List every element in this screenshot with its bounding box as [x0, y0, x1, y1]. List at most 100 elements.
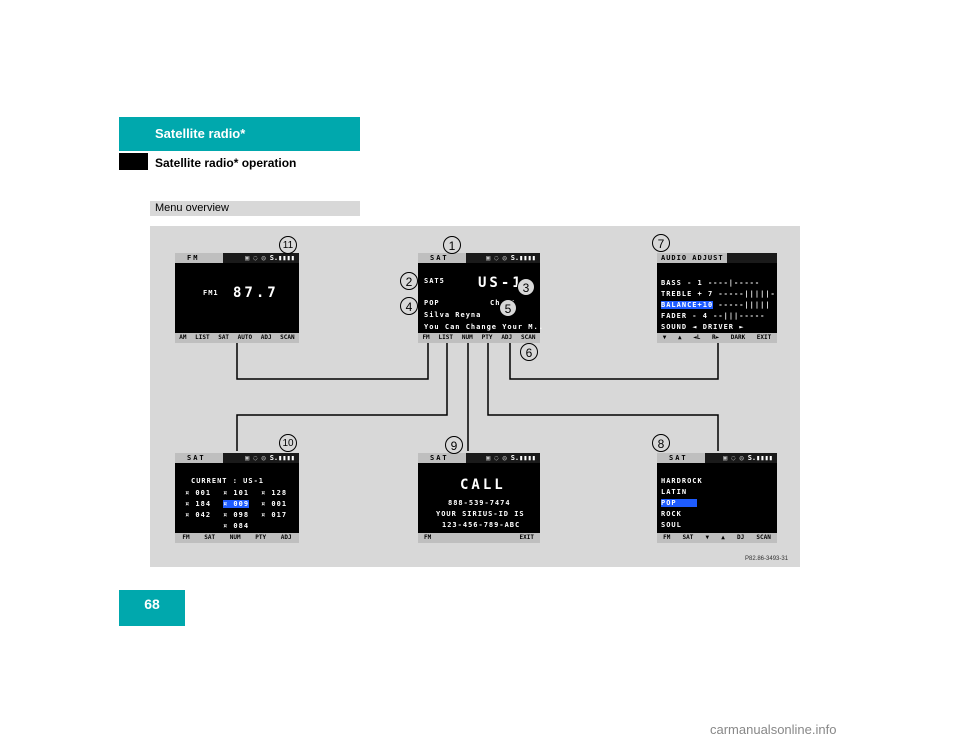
page-number-box	[119, 590, 185, 626]
preset-item[interactable]: ¤ 017	[261, 511, 288, 519]
softkey-exit[interactable]: EXIT	[519, 534, 534, 541]
audio-row-label: TREBLE	[661, 290, 693, 298]
signal-bars-icon: ▮▮▮▮	[278, 454, 295, 462]
sat-channel-name: SAT5	[424, 277, 445, 285]
callout-9: 9	[445, 436, 463, 454]
signal-bars-icon: ▮▮▮▮	[756, 454, 773, 462]
audio-row-value: + 7	[697, 290, 714, 298]
softkey-pty[interactable]: PTY	[481, 334, 493, 341]
softkey-scan[interactable]: SCAN	[521, 334, 536, 341]
audio-row-label: FADER	[661, 312, 688, 320]
card-icon: ▣	[723, 454, 728, 462]
softkey-sat[interactable]: SAT	[204, 534, 216, 541]
softkey-fm[interactable]: FM	[663, 534, 671, 541]
genre-item[interactable]: HARDROCK	[661, 477, 703, 485]
audio-row-value: - 4	[692, 312, 708, 320]
page-number: 68	[144, 596, 160, 612]
subsection-title: Satellite radio* operation	[155, 156, 297, 170]
callout-1: 1	[443, 236, 461, 254]
audio-row-bar: --|||-----	[713, 312, 766, 320]
audio-row-value: - 1	[687, 279, 703, 287]
callout-11: 11	[279, 236, 297, 254]
sirius-id-value: 123-456-789-ABC	[442, 521, 521, 529]
softkey-fm[interactable]: FM	[424, 534, 432, 541]
audio-row-label-selected[interactable]: BALANCE	[661, 301, 698, 309]
phone-icon: ◌	[253, 254, 258, 262]
preset-item[interactable]: ¤ 101	[223, 489, 250, 497]
preset-item[interactable]: ¤ 128	[261, 489, 288, 497]
audio-sound-selector: ◄ DRIVER ►	[692, 323, 745, 331]
call-heading: CALL	[460, 477, 506, 493]
softkey-auto[interactable]: AUTO	[237, 334, 253, 341]
satellite-icon: ◎	[739, 454, 744, 462]
softkey-num[interactable]: NUM	[461, 334, 473, 341]
audio-row-bar: -----|||||	[718, 301, 771, 309]
audio-row-bar: -----|||||-	[718, 290, 776, 298]
softkey-scan[interactable]: SCAN	[756, 534, 771, 541]
audio-adjust-tab: AUDIO ADJUST	[657, 253, 727, 263]
softkey-pty[interactable]: PTY	[255, 534, 267, 541]
satellite-icon: ◎	[502, 254, 507, 262]
card-icon: ▣	[486, 454, 491, 462]
current-band: CURRENT : US-1	[191, 477, 265, 485]
signal-bars-icon: ▮▮▮▮	[519, 254, 536, 262]
softkey-right[interactable]: R►	[711, 334, 720, 341]
softkey-left[interactable]: ◄L	[693, 334, 701, 341]
sat-main-screen: SAT ▣◌◎S.▮▮▮▮ SAT5 US-1 POP Ch: 1 Silva …	[418, 253, 543, 343]
preset-item[interactable]: ¤ 084	[223, 522, 250, 530]
softkey-down[interactable]: ▼	[662, 334, 667, 341]
current-presets-screen: SAT ▣◌◎S.▮▮▮▮ CURRENT : US-1 ¤ 001 ¤ 101…	[175, 453, 299, 543]
softkey-list[interactable]: LIST	[195, 334, 210, 341]
audio-row-label: BASS	[661, 279, 682, 287]
sat-title: You Can Change Your M..	[424, 323, 544, 331]
preset-item[interactable]: ¤ 184	[185, 500, 212, 508]
card-icon: ▣	[486, 254, 491, 262]
softkey-am[interactable]: AM	[179, 334, 187, 341]
preset-item[interactable]: ¤ 042	[185, 511, 212, 519]
preset-item[interactable]: ¤ 001	[261, 500, 288, 508]
softkey-scan[interactable]: SCAN	[280, 334, 295, 341]
satellite-icon: ◎	[261, 254, 266, 262]
softkey-list[interactable]: LIST	[438, 334, 453, 341]
softkey-up[interactable]: ▲	[677, 334, 682, 341]
section-title: Satellite radio*	[155, 126, 246, 141]
softkey-num[interactable]: NUM	[229, 534, 241, 541]
fm-frequency: 87.7	[233, 285, 279, 301]
genre-item-selected[interactable]: POP	[661, 499, 697, 507]
call-screen: SAT ▣◌◎S.▮▮▮▮ CALL 888-539-7474 YOUR SIR…	[418, 453, 540, 543]
callout-2: 2	[400, 272, 418, 290]
callout-7: 7	[652, 234, 670, 252]
softkey-up[interactable]: ▲	[721, 534, 725, 541]
phone-icon: ◌	[253, 454, 258, 462]
subsection-marker	[119, 153, 148, 170]
softkey-sat[interactable]: SAT	[218, 334, 230, 341]
genre-item[interactable]: SOUL	[661, 521, 682, 529]
softkey-adj[interactable]: ADJ	[260, 334, 272, 341]
signal-indicator: S.	[510, 454, 520, 462]
softkey-down[interactable]: ▼	[705, 534, 710, 541]
phone-icon: ◌	[731, 454, 736, 462]
genre-item[interactable]: ROCK	[661, 510, 682, 518]
preset-item[interactable]: ¤ 001	[185, 489, 212, 497]
callout-3: 3	[517, 278, 535, 296]
softkey-fm[interactable]: FM	[182, 534, 190, 541]
signal-bars-icon: ▮▮▮▮	[519, 454, 536, 462]
softkey-adj[interactable]: ADJ	[501, 334, 513, 341]
sat-tab: SAT	[175, 453, 223, 463]
preset-item-selected[interactable]: ¤ 009	[223, 500, 250, 508]
softkey-sat[interactable]: SAT	[682, 534, 694, 541]
sat-tab: SAT	[418, 453, 466, 463]
preset-item[interactable]: ¤ 098	[223, 511, 250, 519]
signal-indicator: S.	[510, 254, 520, 262]
softkey-exit[interactable]: EXIT	[756, 334, 772, 341]
callout-5: 5	[499, 299, 517, 317]
callout-10: 10	[279, 434, 297, 452]
audio-row-label: SOUND	[661, 323, 688, 331]
softkey-dark[interactable]: DARK	[730, 334, 746, 341]
softkey-fm[interactable]: FM	[422, 334, 430, 341]
genre-item[interactable]: LATIN	[661, 488, 688, 496]
softkey-dj[interactable]: DJ	[737, 534, 745, 541]
softkey-adj[interactable]: ADJ	[280, 534, 292, 541]
audio-row-bar: ----|-----	[707, 279, 761, 287]
call-phone-number: 888-539-7474	[448, 499, 511, 507]
